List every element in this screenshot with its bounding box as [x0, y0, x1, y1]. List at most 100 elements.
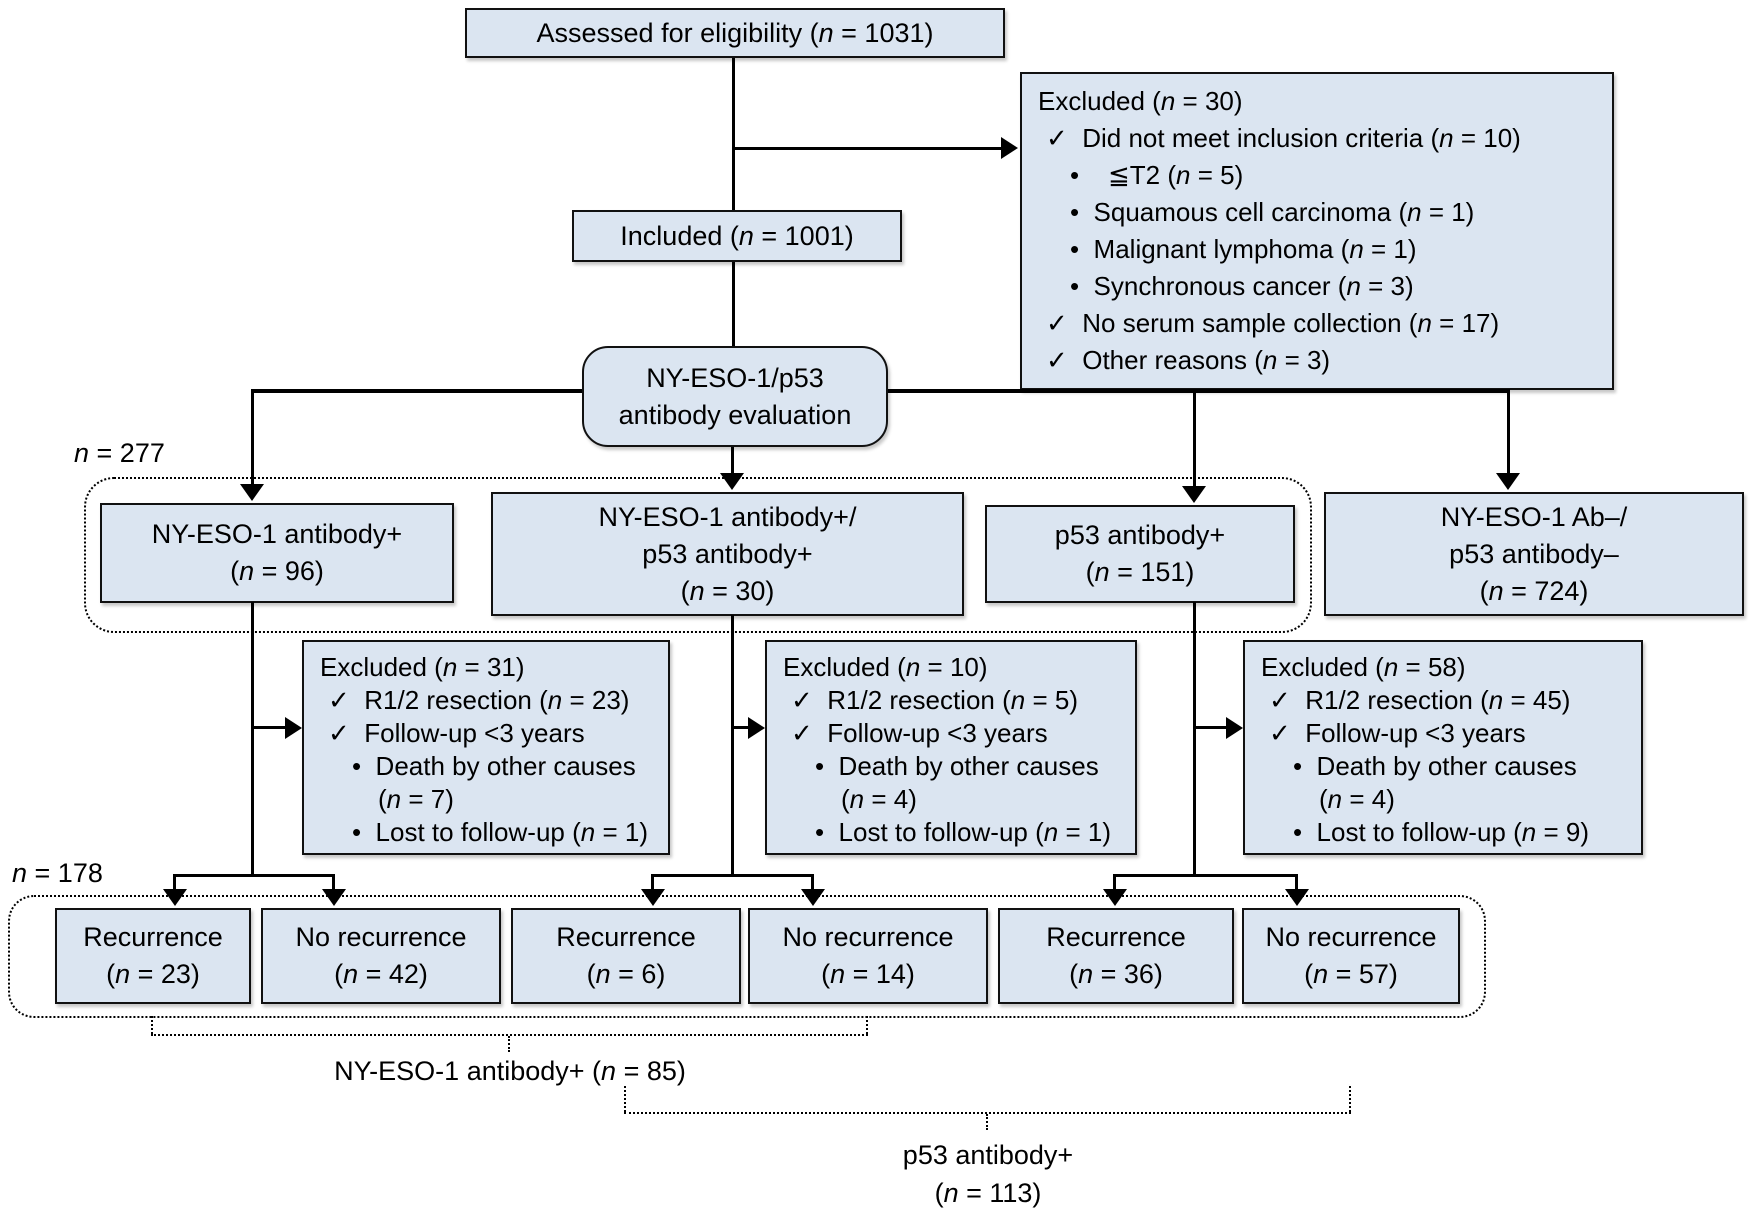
- outcome-line: No recurrence: [782, 922, 954, 952]
- branch-line: NY-ESO-1 antibody+: [151, 519, 403, 549]
- outcome-box-no-recurrence-2: No recurrence (n = 14): [748, 908, 988, 1004]
- exclusion-line: (n = 7): [378, 784, 454, 814]
- exclusion-line: ✓ R1/2 resection (n = 5): [791, 685, 1078, 715]
- included-text: Included (n = 1001): [620, 220, 854, 251]
- distributor-line-left: [251, 389, 582, 393]
- branch-line: (n = 151): [1085, 557, 1195, 587]
- arrowhead-exclusion-3: [1226, 717, 1243, 739]
- distributor-line-right: [888, 389, 1510, 393]
- brace-2-label-line: p53 antibody+: [902, 1140, 1074, 1170]
- outcome-box-no-recurrence-3: No recurrence (n = 57): [1242, 908, 1460, 1004]
- brace-1-nub: [508, 1036, 510, 1052]
- branch-line: NY-ESO-1 Ab–/: [1440, 501, 1628, 532]
- excluded-top-line: ✓ Other reasons (n = 3): [1046, 345, 1331, 375]
- exclusion-line: ✓ Follow-up <3 years: [328, 718, 585, 748]
- exclusion-line: • Death by other causes: [1293, 751, 1577, 781]
- assessed-eligibility-box: Assessed for eligibility (n = 1031): [465, 8, 1005, 58]
- included-box: Included (n = 1001): [572, 210, 902, 262]
- evaluation-line: antibody evaluation: [618, 399, 852, 430]
- branch-box-double-positive: NY-ESO-1 antibody+/ p53 antibody+ (n = 3…: [491, 492, 964, 616]
- outcome-line: (n = 36): [1069, 959, 1163, 989]
- evaluation-box: NY-ESO-1/p53 antibody evaluation: [582, 346, 888, 447]
- excluded-top-line: • Malignant lymphoma (n = 1): [1070, 234, 1417, 264]
- arrowhead-outcome-1: [163, 889, 187, 906]
- split-bar-1: [173, 874, 335, 877]
- brace-2-label-line: (n = 113): [934, 1178, 1042, 1208]
- connector-assessed-included: [732, 58, 735, 210]
- outcome-line: (n = 57): [1304, 959, 1398, 989]
- arrowhead-branch-3: [1182, 486, 1206, 503]
- stem-branch-2: [731, 615, 734, 876]
- excluded-top-line: • Synchronous cancer (n = 3): [1070, 271, 1414, 301]
- excluded-top-line: ✓ Did not meet inclusion criteria (n = 1…: [1046, 123, 1521, 153]
- drop-outcome-3: [651, 874, 654, 890]
- exclusion-line: • Death by other causes: [815, 751, 1099, 781]
- exclusion-line: (n = 4): [841, 784, 917, 814]
- group-277-dotted-box: [84, 477, 1312, 633]
- arrowhead-branch-4: [1496, 473, 1520, 490]
- drop-outcome-4: [811, 874, 814, 890]
- exclusion-line: • Death by other causes: [352, 751, 636, 781]
- drop-branch-4: [1507, 389, 1510, 473]
- outcome-box-recurrence-2: Recurrence (n = 6): [511, 908, 741, 1004]
- branch-line: p53 antibody+: [1054, 520, 1226, 550]
- connector-included-evaluation: [732, 262, 735, 346]
- branch-box-ny-eso-1-positive: NY-ESO-1 antibody+ (n = 96): [100, 503, 454, 603]
- branch-line: (n = 96): [230, 556, 324, 586]
- group-178-label: n = 178: [12, 858, 103, 888]
- excluded-top-box: Excluded (n = 30) ✓ Did not meet inclusi…: [1020, 72, 1614, 390]
- stem-branch-3: [1193, 602, 1196, 876]
- exclusion-line: • Lost to follow-up (n = 1): [352, 817, 648, 847]
- group-178-dotted-box: [8, 895, 1486, 1018]
- connector-exclusion-1: [252, 726, 288, 729]
- drop-outcome-6: [1295, 874, 1298, 890]
- branch-box-double-negative: NY-ESO-1 Ab–/ p53 antibody– (n = 724): [1324, 492, 1744, 616]
- exclusion-line: ✓ R1/2 resection (n = 23): [328, 685, 630, 715]
- brace-2-bar: [624, 1112, 1351, 1114]
- connector-exclusion-3: [1194, 726, 1228, 729]
- split-bar-2: [651, 874, 814, 877]
- arrowhead-exclusion-2: [748, 717, 765, 739]
- exclusion-line: ✓ R1/2 resection (n = 45): [1269, 685, 1571, 715]
- drop-outcome-2: [332, 874, 335, 890]
- split-bar-3: [1113, 874, 1298, 877]
- outcome-line: (n = 6): [586, 959, 666, 989]
- exclusion-line: • Lost to follow-up (n = 1): [815, 817, 1111, 847]
- exclusion-line: (n = 4): [1319, 784, 1395, 814]
- exclusion-line: ✓ Follow-up <3 years: [1269, 718, 1526, 748]
- exclusion-line: ✓ Follow-up <3 years: [791, 718, 1048, 748]
- evaluation-line: NY-ESO-1/p53: [646, 362, 824, 393]
- arrowhead-excluded-top: [1001, 137, 1018, 159]
- branch-line: (n = 724): [1479, 575, 1589, 606]
- drop-branch-1: [251, 389, 254, 484]
- excluded-top-line: ✓ No serum sample collection (n = 17): [1046, 308, 1500, 338]
- branch-line: p53 antibody–: [1449, 538, 1619, 569]
- exclusion-box-2: Excluded (n = 10) ✓ R1/2 resection (n = …: [765, 640, 1137, 855]
- branch-line: NY-ESO-1 antibody+/: [598, 501, 857, 532]
- connector-exclusion-2: [732, 726, 750, 729]
- arrowhead-outcome-2: [322, 889, 346, 906]
- exclusion-line: • Lost to follow-up (n = 9): [1293, 817, 1589, 847]
- outcome-line: No recurrence: [295, 922, 467, 952]
- outcome-line: Recurrence: [1046, 922, 1186, 952]
- exclusion-box-3: Excluded (n = 58) ✓ R1/2 resection (n = …: [1243, 640, 1643, 855]
- exclusion-line: Excluded (n = 58): [1261, 652, 1466, 682]
- outcome-line: No recurrence: [1265, 922, 1437, 952]
- exclusion-line: Excluded (n = 10): [783, 652, 988, 682]
- arrowhead-outcome-3: [641, 889, 665, 906]
- outcome-line: (n = 23): [106, 959, 200, 989]
- brace-2-right-tick: [1349, 1086, 1351, 1112]
- arrowhead-branch-1: [240, 484, 264, 501]
- arrowhead-outcome-4: [801, 889, 825, 906]
- outcome-line: (n = 42): [334, 959, 428, 989]
- brace-2-nub: [986, 1114, 988, 1130]
- brace-2-left-tick: [624, 1086, 626, 1112]
- exclusion-box-1: Excluded (n = 31) ✓ R1/2 resection (n = …: [302, 640, 670, 855]
- connector-to-excluded-top: [733, 147, 1003, 150]
- outcome-box-recurrence-1: Recurrence (n = 23): [55, 908, 251, 1004]
- arrowhead-exclusion-1: [285, 717, 302, 739]
- branch-line: p53 antibody+: [642, 538, 813, 569]
- excluded-top-line: Excluded (n = 30): [1038, 86, 1243, 116]
- brace-1-bar: [151, 1034, 868, 1036]
- exclusion-line: Excluded (n = 31): [320, 652, 525, 682]
